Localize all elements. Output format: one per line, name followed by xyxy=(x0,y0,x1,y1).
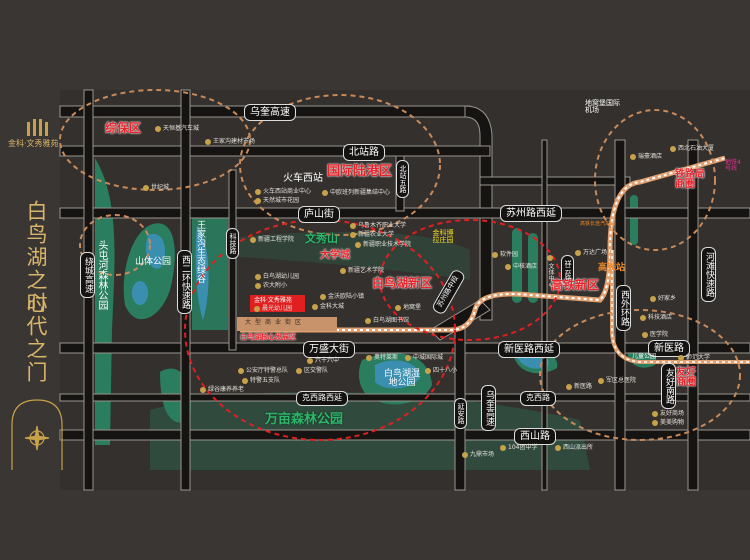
poi: 中欧班列新疆集结中心 xyxy=(322,190,390,196)
kids-park: 儿童公园 xyxy=(632,353,657,360)
poi: 好家乡 xyxy=(650,296,676,302)
poi: 火车西站商业中心 xyxy=(255,189,311,195)
road-xinyi-west: 新医路西延 xyxy=(498,341,560,358)
zone-zongbao: 综保区 xyxy=(105,121,142,135)
poi: 白鸟湖幼儿园 xyxy=(255,274,299,280)
tagline: 白鸟湖之心 xyxy=(24,200,48,315)
poi: 科技酒店 xyxy=(640,315,672,321)
zone-lugang: 国际陆港区 xyxy=(327,164,393,179)
poi: 师范大学 xyxy=(678,355,710,361)
poi: 美美购物 xyxy=(652,420,684,426)
road-beizhan5: 北站五路 xyxy=(396,160,409,198)
train-west-station: 火车西站 xyxy=(283,173,323,184)
poi: 九鼎市场 xyxy=(462,452,494,458)
poi: 乌鲁木齐职业大学 xyxy=(350,223,406,229)
poi: 104团中学 xyxy=(500,445,537,451)
poi: 新疆职业技术学院 xyxy=(355,242,411,248)
logo-text: 金科·文秀雅苑 xyxy=(8,139,59,148)
poi: 医学院 xyxy=(642,332,668,338)
poi: 公安厅特警总队 xyxy=(238,368,288,374)
zone-bainiaohu: 白鸟湖新区 xyxy=(372,276,433,290)
road-kexi: 克西路 xyxy=(520,391,556,406)
hsr-bus-station: 高铁长途汽车站 xyxy=(580,221,616,227)
jinke-manor: 金科博拉庄园 xyxy=(432,229,454,244)
tagline-2: 时代之门 xyxy=(24,292,48,384)
road-yanan: 延安路 xyxy=(454,398,467,429)
poi: 金科大城 xyxy=(312,304,344,310)
poi: 农大附小 xyxy=(255,283,287,289)
poi: 新疆农业大学 xyxy=(350,232,394,238)
road-wukui-south: 乌奎高速 xyxy=(481,385,496,431)
lakes xyxy=(132,225,549,389)
poi: 晨光幼儿园 xyxy=(254,306,292,312)
poi: 王家沟建材市场 xyxy=(205,139,255,145)
road-suzhou-west: 苏州路西延 xyxy=(500,205,562,222)
forest-park: 头屯河森林公园 xyxy=(96,240,107,310)
influence-rings xyxy=(59,89,741,441)
poi: 软件园 xyxy=(492,252,518,258)
project-label: 金科·文秀雅苑 xyxy=(254,297,292,304)
eco-valley: 王家沟生态绿谷 xyxy=(195,220,205,283)
poi: 地窝堡 xyxy=(395,305,421,311)
wenxiushan: 文秀山 xyxy=(305,232,338,245)
poi: 中核酒店 xyxy=(505,264,537,270)
road-hetan: 河滩快速路 xyxy=(701,247,716,302)
road-keji: 科技路 xyxy=(226,228,239,259)
poi: 区交警队 xyxy=(296,368,328,374)
poi: 瑞豪酒店 xyxy=(630,154,662,160)
road-wukui-north: 乌奎高速 xyxy=(244,104,296,121)
poi: 天然城市花园 xyxy=(255,198,299,204)
poi: 军区总医院 xyxy=(598,378,636,384)
poi: 西北石油大厦 xyxy=(670,146,714,152)
wetland-park: 白鸟湖湿地公园 xyxy=(383,369,420,388)
zone-youhao: 友好商圈 xyxy=(676,367,696,388)
poi: 新医路 xyxy=(566,384,592,390)
poi: 金沃欧陆小镇 xyxy=(320,294,364,300)
poi: 万达广场 xyxy=(575,250,607,256)
mountain-park: 山体公园 xyxy=(135,257,172,267)
poi: 友好商场 xyxy=(652,411,684,417)
poi: 新疆工程学院 xyxy=(250,237,294,243)
zone-core: 白鸟湖核心发展区 xyxy=(240,333,296,341)
road-raocheng: 绕城高速 xyxy=(80,252,95,298)
road-xi2huan: 西二环快速路 xyxy=(177,250,192,314)
zone-gaotie: 高铁新区 xyxy=(551,278,600,292)
logo-icon xyxy=(27,119,48,136)
wanmu-forest-park: 万亩森林公园 xyxy=(265,412,344,427)
road-wansheng: 万盛大街 xyxy=(303,341,355,358)
commercial-label: 大型商业街区 xyxy=(245,319,306,326)
road-xishan: 西山路 xyxy=(514,428,556,445)
zone-tielu: 铁路局商圈 xyxy=(675,169,705,190)
poi: 新疆艺术学院 xyxy=(340,268,384,274)
poi: 绿谷康养养老 xyxy=(200,387,244,393)
zone-daxuecheng: 大学城 xyxy=(320,250,350,261)
poi: 白鸟湖图书馆 xyxy=(365,318,409,324)
road-youhao-south: 友好南路 xyxy=(661,363,676,409)
road-xinyi: 新医路 xyxy=(648,340,690,357)
poi: 文体中心 xyxy=(547,255,554,287)
road-beizhan: 北站路 xyxy=(343,144,385,161)
poi: 西山派出所 xyxy=(555,445,593,451)
poi: 天恒基汽车城 xyxy=(155,126,199,132)
airport: 地窝堡国际机场 xyxy=(585,99,620,114)
road-kexi-west: 克西路西延 xyxy=(296,391,348,406)
commercial-block xyxy=(237,317,337,331)
poi: 奥特莱斯 xyxy=(366,355,398,361)
poi: 六十六中 xyxy=(307,358,339,364)
project-block xyxy=(250,295,305,312)
poi: 中城国际城 xyxy=(405,355,443,361)
poi: 世纪城 xyxy=(143,185,169,191)
metro-line-4: 地铁4号线 xyxy=(725,159,741,172)
compass-icon xyxy=(11,399,63,470)
hsr-station: 高铁站 xyxy=(598,263,626,273)
road-lushan: 庐山街 xyxy=(298,206,340,223)
road-xiangyun: 祥云路 xyxy=(561,255,574,286)
railway xyxy=(240,155,750,364)
road-xiwaihuan: 西外环路 xyxy=(616,285,631,331)
poi: 特警五支队 xyxy=(242,378,280,384)
poi: 四十八小 xyxy=(425,368,457,374)
